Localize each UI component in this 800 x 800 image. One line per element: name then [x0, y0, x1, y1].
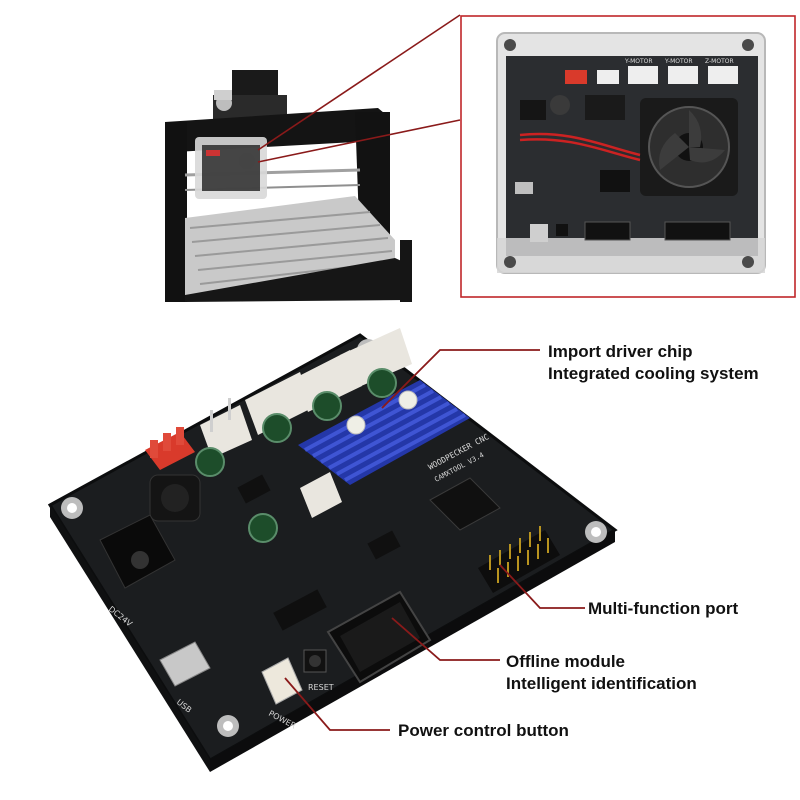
inset-label-y-motor-2: Y-MOTOR — [664, 58, 693, 65]
silkscreen-reset: RESET — [308, 683, 334, 692]
heatsink — [298, 380, 470, 485]
callout-offline-line-1: Offline module — [506, 652, 625, 671]
callout-port-line-1: Multi-function port — [588, 599, 739, 618]
callout-leader-lines — [284, 349, 585, 731]
mcu-chip — [429, 477, 501, 531]
zoom-leader-line-bottom — [257, 119, 461, 163]
callout-driver-chip: Import driver chip Integrated cooling sy… — [548, 341, 759, 385]
callout-driver-line-2: Integrated cooling system — [548, 364, 759, 383]
enclosure-inset: Y-MOTOR Y-MOTOR Z-MOTOR — [460, 15, 796, 298]
callout-power-button: Power control button — [398, 720, 569, 742]
leader-driver-chip — [381, 349, 540, 409]
leader-power-button — [284, 677, 390, 731]
aux-connector — [300, 472, 342, 518]
callout-offline-module: Offline module Intelligent identificatio… — [506, 651, 697, 695]
inset-label-z-motor: Z-MOTOR — [705, 58, 734, 65]
cnc-machine-photo — [165, 70, 412, 302]
callout-offline-line-2: Intelligent identification — [506, 674, 697, 693]
usb-port — [159, 641, 211, 687]
motor-connectors — [200, 328, 412, 458]
callout-power-line-1: Power control button — [398, 721, 569, 740]
capacitors — [195, 368, 397, 543]
controller-board: WOODPECKER CNC CAMXTOOL V3.4 DC24V USB P… — [47, 328, 618, 772]
callout-driver-line-1: Import driver chip — [548, 342, 693, 361]
leader-offline-module — [391, 617, 500, 661]
power-switch — [261, 657, 303, 705]
zoom-leader-line-top — [257, 14, 461, 151]
leader-multi-function-port — [499, 564, 585, 609]
callout-multi-function-port: Multi-function port — [588, 598, 738, 620]
frame-left-post — [165, 122, 187, 302]
inset-label-y-motor: Y-MOTOR — [624, 58, 653, 65]
